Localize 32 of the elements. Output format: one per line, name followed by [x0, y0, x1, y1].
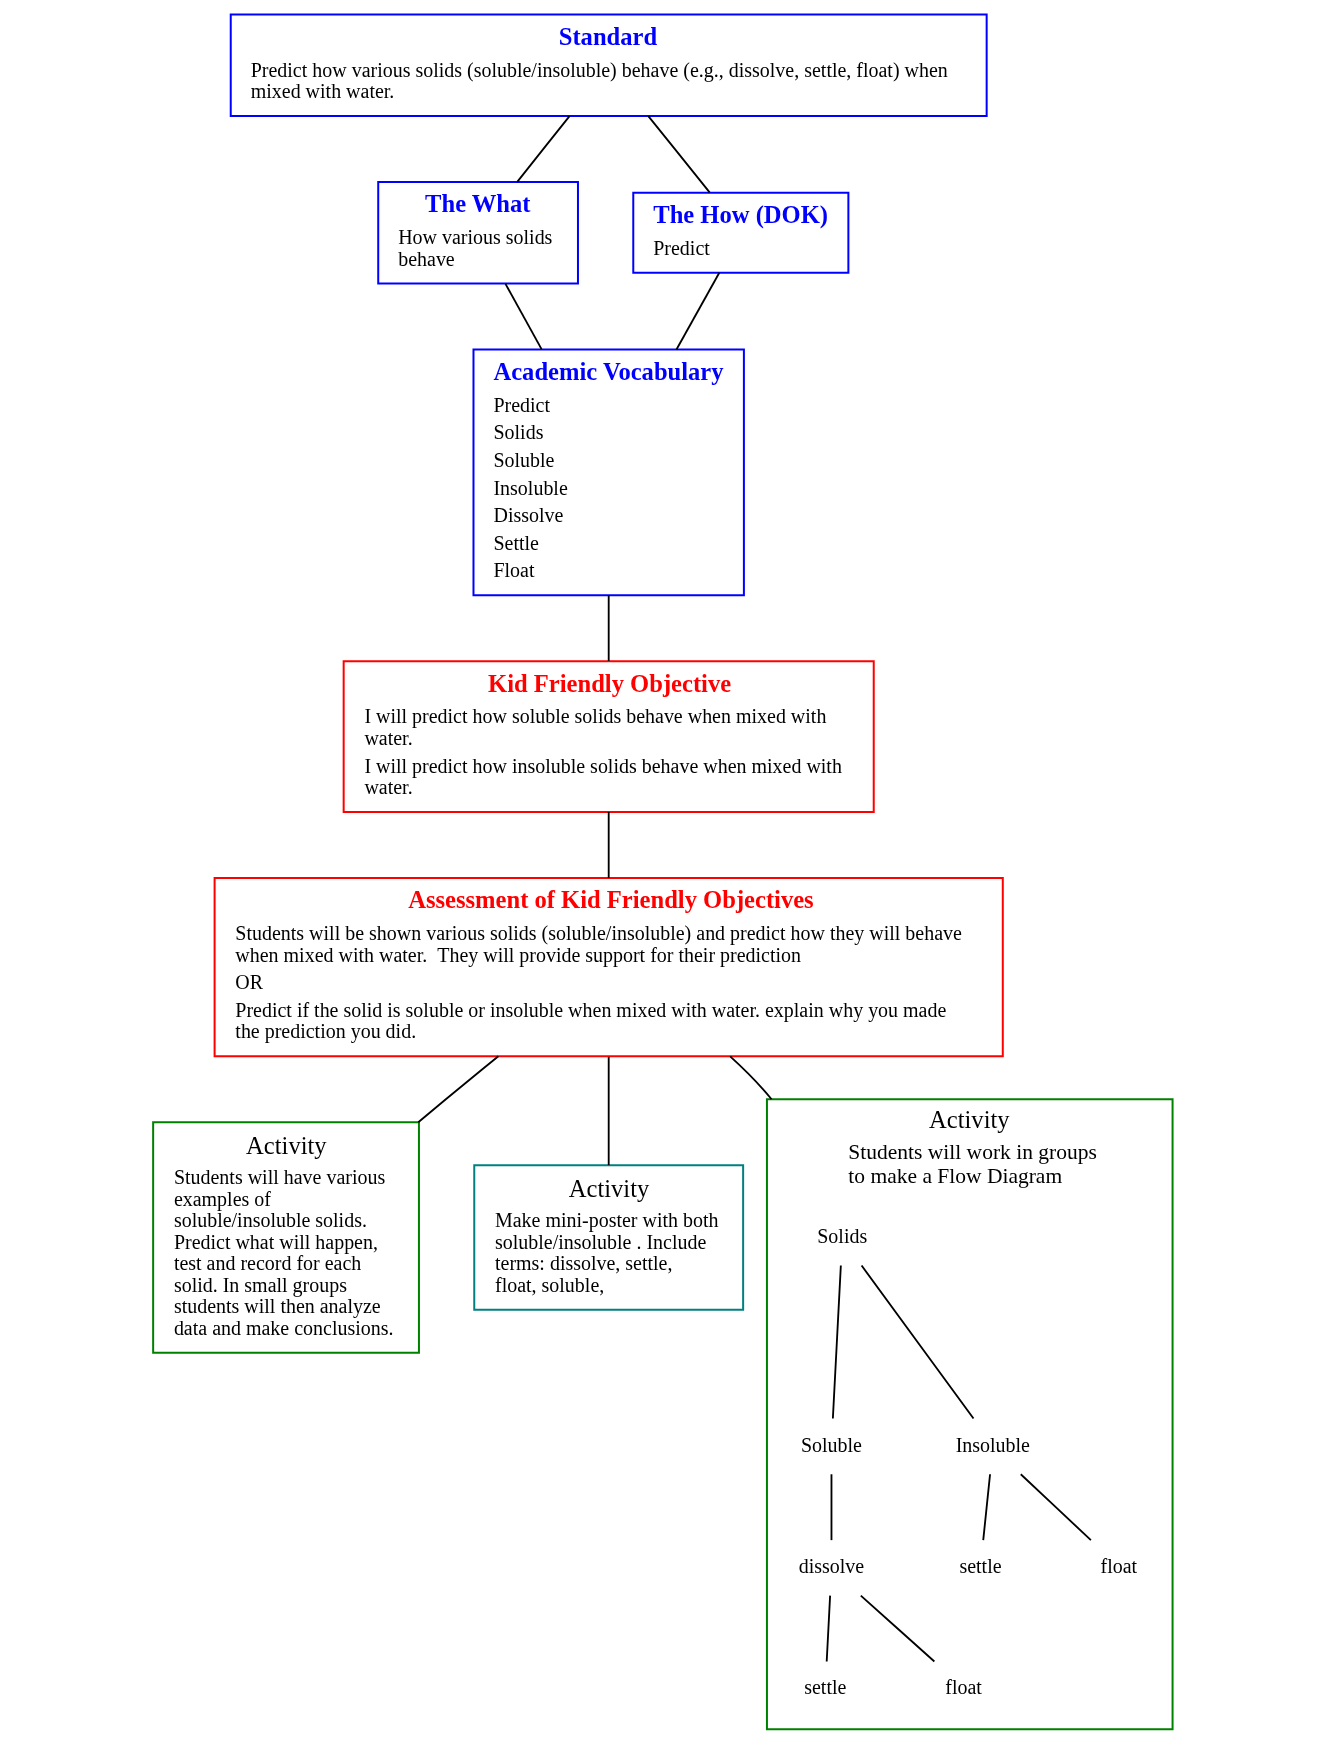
- connector: [859, 1594, 936, 1663]
- node-text: float: [945, 1676, 982, 1699]
- connector: [830, 1473, 833, 1542]
- node-box: The How (DOK) Predict: [632, 191, 850, 274]
- node-box: Activity Make mini-poster with both soluble/insoluble . Include terms: dissolve, settle, float, soluble,: [473, 1164, 745, 1311]
- connector: [516, 115, 571, 183]
- connector: [607, 1056, 610, 1167]
- node-box: Activity Students will have various examples of soluble/insoluble solids. Predict what will happen, test and record for each solid. In small groups students will then analyze data and make conclusions.: [152, 1121, 420, 1354]
- node-box: The What How various solids behave: [377, 181, 579, 285]
- connector: [831, 1264, 842, 1420]
- node-text: Soluble: [800, 1433, 862, 1456]
- connector: [504, 282, 543, 351]
- connector: [729, 1055, 773, 1101]
- node-text: settle: [804, 1676, 847, 1699]
- connector: [982, 1473, 991, 1542]
- node-text: settle: [959, 1555, 1002, 1578]
- node-text: Solids: [817, 1224, 868, 1247]
- node-text: dissolve: [798, 1555, 865, 1578]
- connector: [607, 594, 610, 662]
- connector: [1019, 1473, 1092, 1542]
- connector: [825, 1594, 832, 1663]
- connector: [647, 115, 711, 194]
- node-box: Kid Friendly Objective I will predict how soluble solids behave when mixed with water. I will predict how insoluble solids behave when mixed with water.: [342, 660, 875, 813]
- node-text: float: [1100, 1555, 1138, 1578]
- node-box: Standard Predict how various solids (soluble/insoluble) behave (e.g., dissolve, settle, float) when mixed with water.: [229, 13, 988, 117]
- node-text: Insoluble: [955, 1433, 1030, 1456]
- connector: [860, 1264, 975, 1420]
- connector: [675, 271, 721, 351]
- node-box: Assessment of Kid Friendly Objectives Students will be shown various solids (soluble/insoluble) and predict how they will behave when mixed with water. They will provide support for their prediction OR Predict if the solid is soluble or insoluble when mixed with water. explain why you made the prediction you did.: [213, 877, 1004, 1058]
- node-box: Academic Vocabulary Predict Solids Soluble Insoluble Dissolve Settle Float: [472, 348, 745, 597]
- connector: [607, 811, 610, 879]
- connector: [417, 1055, 500, 1124]
